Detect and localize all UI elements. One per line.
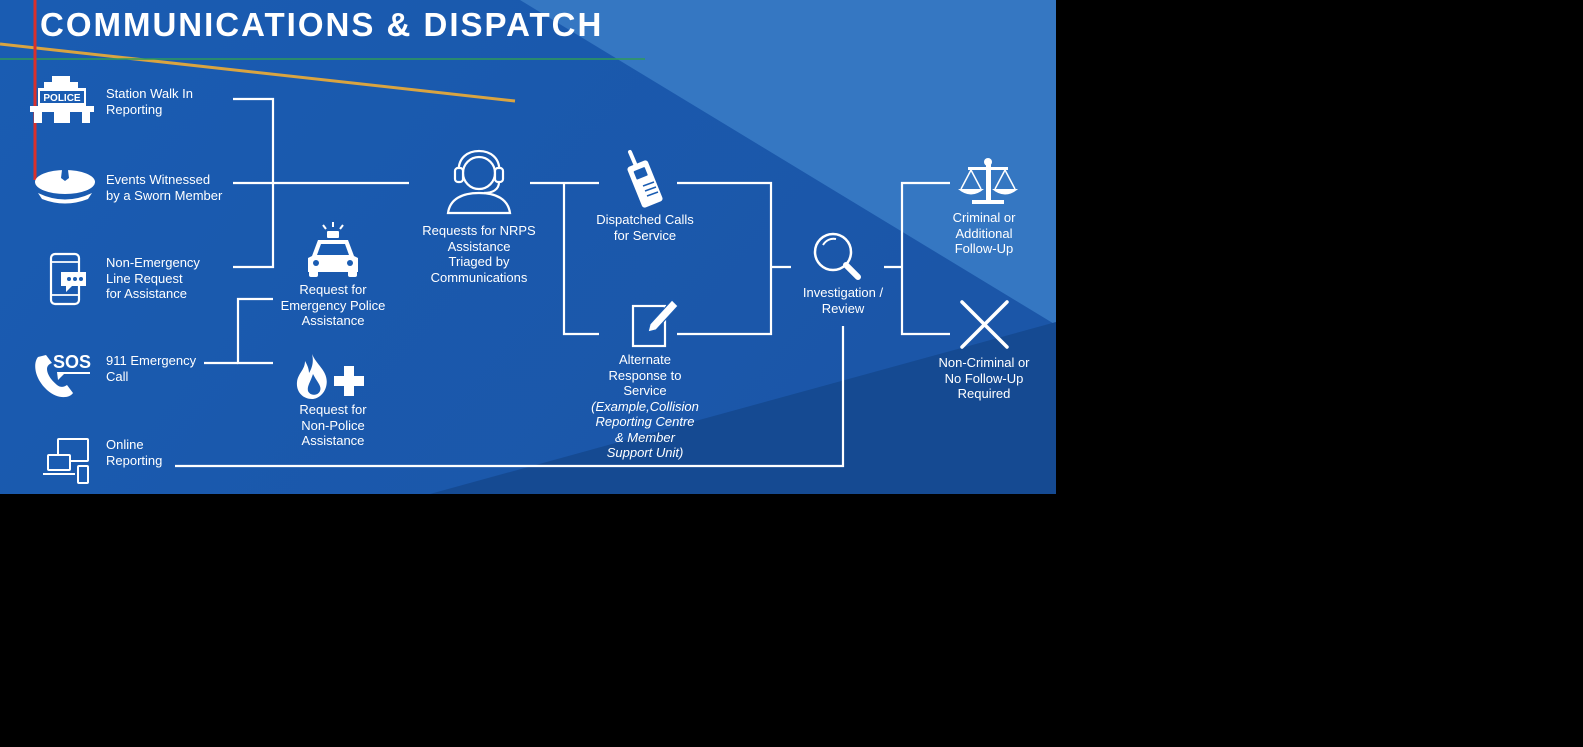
label-line: Request for	[299, 282, 367, 297]
label-line: Triaged by	[448, 254, 510, 269]
source-label-station-walk-in: Station Walk In Reporting	[106, 86, 193, 117]
label-line: Service	[623, 383, 667, 398]
label-line: Reporting	[106, 101, 163, 117]
label-line: by a Sworn Member	[106, 187, 223, 203]
dark-wedge	[430, 322, 1056, 494]
outcome-label-criminal: Criminal or Additional Follow-Up	[953, 210, 1016, 257]
label-line: Assistance	[301, 313, 365, 328]
label-line-italic: (Example,Collision	[591, 398, 699, 414]
label-line: Additional	[955, 225, 1013, 241]
request-label-emergency-police: Request for Emergency Police Assistance	[281, 282, 386, 329]
response-label-alternate: Alternate Response to Service (Example,C…	[591, 352, 699, 461]
label-line: Assistance	[301, 433, 365, 448]
label-line: 911 Emergency	[106, 353, 197, 368]
triage-label: Requests for NRPS Assistance Triaged by …	[422, 223, 535, 285]
label-line: Call	[106, 368, 129, 384]
outcome-label-non-criminal: Non-Criminal or No Follow-Up Required	[938, 355, 1029, 402]
label-line: Assistance	[447, 238, 511, 254]
x-mark-icon	[960, 300, 1009, 349]
source-label-events-witnessed: Events Witnessed by a Sworn Member	[106, 172, 222, 203]
light-wedge	[520, 0, 1056, 325]
label-line: for Service	[613, 227, 677, 243]
sos-phone-icon: SOS	[35, 352, 91, 398]
request-label-non-police: Request for Non-Police Assistance	[299, 402, 366, 449]
label-line: Online	[106, 437, 144, 452]
police-car-icon	[308, 222, 358, 277]
connector-911-bracket	[236, 297, 273, 365]
police-station-icon: POLICE	[30, 76, 94, 123]
diagram-panel: POLICE SOS	[0, 0, 1056, 494]
sos-text: SOS	[53, 352, 91, 372]
label-line: Response to	[608, 367, 682, 383]
label-line: Non-Criminal or	[938, 355, 1030, 370]
connector-online	[175, 326, 845, 468]
source-label-online-reporting: Online Reporting	[106, 437, 162, 468]
computer-devices-icon	[43, 438, 89, 484]
label-line: Alternate	[618, 352, 672, 367]
police-sign-text: POLICE	[43, 93, 81, 104]
label-line: Requests for NRPS	[422, 223, 536, 238]
police-cap-icon	[35, 170, 95, 204]
label-line: No Follow-Up	[944, 370, 1024, 386]
label-line: Emergency Police	[280, 297, 386, 313]
connectors	[175, 97, 950, 468]
label-line: Communications	[430, 269, 528, 285]
label-line: for Assistance	[106, 286, 187, 301]
label-line: Request for	[299, 402, 367, 417]
label-line: Investigation /	[802, 285, 884, 300]
label-line: Line Request	[106, 270, 183, 286]
label-line: Events Witnessed	[106, 172, 211, 187]
source-label-911: 911 Emergency Call	[106, 353, 196, 384]
label-line-italic: Reporting Centre	[595, 414, 695, 429]
label-line: Non-Emergency	[106, 255, 200, 270]
label-line: Station Walk In	[106, 86, 193, 101]
label-line: Follow-Up	[954, 241, 1014, 256]
diagram-canvas: POLICE SOS	[0, 0, 1056, 494]
notepad-pencil-icon	[631, 299, 679, 348]
magnifier-icon	[813, 232, 861, 280]
label-line: Non-Police	[301, 417, 365, 433]
connector-responses-bracket	[677, 181, 773, 336]
mobile-phone-icon	[49, 252, 86, 306]
accent-line-orange	[0, 42, 516, 103]
scales-of-justice-icon	[958, 158, 1018, 204]
fire-medical-icon	[296, 354, 364, 399]
two-way-radio-icon	[627, 150, 663, 208]
label-line-italic: & Member	[615, 429, 675, 445]
label-line: Review	[821, 300, 865, 316]
response-label-dispatched: Dispatched Calls for Service	[596, 212, 694, 243]
label-line: Dispatched Calls	[596, 212, 694, 227]
label-line-italic: Support Unit)	[606, 445, 684, 460]
source-label-non-emergency: Non-Emergency Line Request for Assistanc…	[106, 255, 200, 302]
headset-operator-icon	[446, 149, 512, 215]
connector-outcomes-bracket	[900, 181, 950, 336]
label-line: Required	[957, 386, 1011, 401]
connector-triage-bracket	[562, 183, 599, 336]
label-line: Criminal or	[952, 210, 1016, 225]
investigation-label: Investigation / Review	[803, 285, 883, 316]
page-title: COMMUNICATIONS & DISPATCH	[40, 6, 604, 43]
label-line: Reporting	[106, 452, 163, 468]
